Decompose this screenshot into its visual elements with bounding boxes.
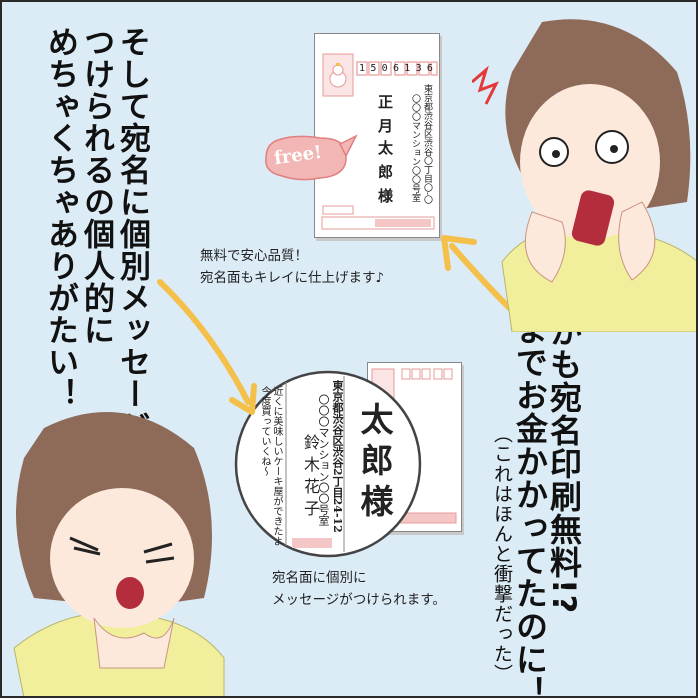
- zoom-address-line1: 東京都渋谷区渋谷2丁目24-12: [331, 380, 344, 533]
- happy-woman-illustration: [13, 412, 225, 696]
- zoom-sender: 鈴木花子: [301, 434, 320, 522]
- zoom-message-line2: 今度買っていくね～: [259, 386, 270, 476]
- sender-boxes-icon: [321, 216, 435, 230]
- caption-top-line1: 無料で安心品質！: [200, 248, 308, 264]
- zoom-circle: [234, 370, 422, 558]
- narration-right-col2: 今までお金かかってたのに！: [511, 280, 549, 698]
- narration-left-col3: めちゃくちゃありがたい！: [42, 26, 78, 410]
- arrow-to-zoom-icon: [157, 279, 257, 415]
- caption-top-line2: 宛名面もキレイに仕上げます♪: [200, 270, 385, 286]
- narration-left-col1: そして宛名に個別メッセージ: [114, 26, 150, 442]
- top-name-col1: 正月: [376, 94, 394, 142]
- top-postal-code: 1506136: [359, 63, 439, 74]
- free-bubble-shape: [265, 134, 358, 181]
- top-postcard: 1506136 東京都渋谷区渋谷〇丁目〇-〇 〇〇〇マンション〇〇号室 正月 太…: [314, 33, 440, 238]
- narration-left-col2: つけられるの個人的に: [78, 26, 114, 346]
- top-address-line2: 〇〇〇マンション〇〇号室: [410, 94, 420, 202]
- top-name-col2: 太郎様: [376, 140, 394, 212]
- shocked-woman-illustration: [472, 19, 696, 332]
- caption-bottom-line2: メッセージがつけられます。: [272, 592, 446, 608]
- zoom-address-line2: 〇〇〇マンション〇〇号室: [317, 394, 330, 526]
- top-address-line1: 東京都渋谷区渋谷〇丁目〇-〇: [422, 84, 432, 205]
- postcard-frame: [321, 53, 438, 230]
- zoom-message-line1: 近くに美味しいケーキ屋ができたよ: [271, 386, 282, 546]
- caption-bottom-line1: 宛名面に個別に: [272, 570, 367, 586]
- postal-code-boxes-icon: [356, 61, 438, 76]
- zoom-name: 太郎様: [355, 402, 394, 525]
- narration-right-col1: しかも宛名印刷無料!?: [545, 282, 583, 615]
- narration-right-note: （これはほんと衝撃だった）: [491, 424, 513, 684]
